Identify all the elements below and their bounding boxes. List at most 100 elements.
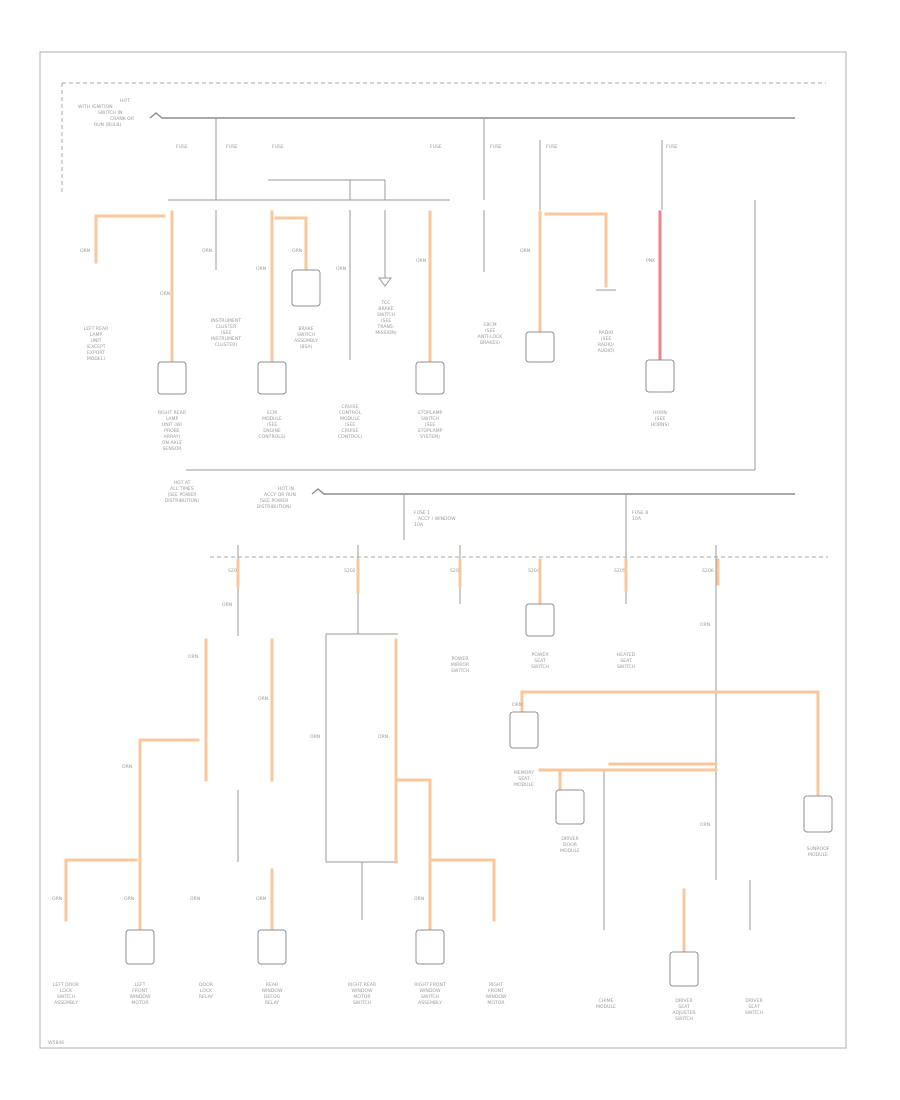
svg-text:SYSTEM): SYSTEM) bbox=[420, 434, 440, 440]
rear-window-label: REAR WINDOW DEFOG RELAY bbox=[261, 982, 282, 1006]
svg-text:FUSE: FUSE bbox=[666, 144, 678, 150]
right-window-switch-component bbox=[415, 929, 445, 965]
svg-text:SWITCH: SWITCH bbox=[675, 1016, 693, 1022]
svg-text:MOTOR: MOTOR bbox=[353, 994, 371, 1000]
figure-code: W5846 bbox=[48, 1040, 64, 1046]
svg-text:ORN: ORN bbox=[202, 248, 212, 254]
svg-text:ORN: ORN bbox=[222, 602, 232, 608]
svg-text:PROBE: PROBE bbox=[164, 428, 180, 434]
svg-text:ORN: ORN bbox=[258, 696, 268, 702]
svg-text:DISTRIBUTION): DISTRIBUTION) bbox=[165, 498, 200, 504]
right-rear-lamp-label: RIGHT REAR LAMP UNIT (W/ PROBE ARRAY) ON… bbox=[158, 410, 187, 452]
svg-text:HORN: HORN bbox=[653, 410, 667, 416]
power-mirror-label: POWER MIRROR SWITCH bbox=[451, 656, 470, 674]
svg-text:ORN: ORN bbox=[520, 248, 530, 254]
ebcm-component bbox=[525, 331, 555, 363]
svg-text:MODULE: MODULE bbox=[596, 1004, 616, 1010]
svg-text:RELAY: RELAY bbox=[265, 1000, 280, 1006]
svg-text:S201: S201 bbox=[228, 568, 240, 574]
svg-text:SEAT: SEAT bbox=[620, 658, 632, 664]
svg-text:RIGHT REAR: RIGHT REAR bbox=[158, 410, 187, 416]
svg-text:ON AXLE: ON AXLE bbox=[162, 440, 182, 446]
svg-text:ECM: ECM bbox=[267, 410, 277, 416]
svg-text:EBCM: EBCM bbox=[483, 322, 496, 328]
top-component-labels: LEFT REAR LAMP UNIT (EXCEPT EXPORT MODEL… bbox=[84, 300, 670, 452]
svg-text:10A: 10A bbox=[414, 522, 424, 528]
ebcm-label: EBCM (SEE ANTI-LOCK BRAKES) bbox=[478, 322, 504, 346]
svg-text:INSTRUMENT: INSTRUMENT bbox=[211, 318, 241, 324]
s204-component bbox=[525, 603, 555, 637]
svg-text:ORN: ORN bbox=[512, 702, 522, 708]
svg-text:DRIVER: DRIVER bbox=[561, 836, 579, 842]
svg-text:SEAT: SEAT bbox=[748, 1004, 760, 1010]
svg-text:DOOR: DOOR bbox=[563, 842, 578, 848]
svg-text:SEAT: SEAT bbox=[518, 776, 530, 782]
svg-text:FUSE: FUSE bbox=[272, 144, 284, 150]
svg-text:ACCY / WINDOW: ACCY / WINDOW bbox=[418, 516, 456, 522]
svg-text:PNK: PNK bbox=[646, 258, 656, 264]
top-fuse-drops bbox=[168, 118, 663, 210]
svg-text:HEATED: HEATED bbox=[617, 652, 636, 658]
heater-label: HEATED SEAT SWITCH bbox=[617, 652, 636, 670]
horn-component bbox=[645, 359, 675, 393]
svg-text:ACCY OR RUN: ACCY OR RUN bbox=[264, 492, 296, 498]
svg-text:MODULE: MODULE bbox=[262, 416, 282, 422]
rear-window-component bbox=[257, 929, 287, 965]
bottom-components bbox=[125, 603, 833, 987]
svg-text:(SEE POWER: (SEE POWER bbox=[168, 492, 198, 498]
svg-text:S206: S206 bbox=[702, 568, 714, 574]
top-thin-wires bbox=[186, 200, 756, 471]
svg-text:S205: S205 bbox=[614, 568, 626, 574]
svg-text:ORN: ORN bbox=[310, 734, 320, 740]
svg-text:ORN: ORN bbox=[700, 822, 710, 828]
svg-text:FRONT: FRONT bbox=[132, 988, 148, 994]
svg-text:BRAKE: BRAKE bbox=[378, 306, 393, 312]
svg-text:TRANS-: TRANS- bbox=[377, 324, 395, 330]
svg-text:ORN: ORN bbox=[414, 896, 424, 902]
orange-wire-right-rear-a bbox=[394, 778, 432, 932]
orange-wire-left-rear bbox=[94, 214, 166, 264]
svg-text:RIGHT REAR: RIGHT REAR bbox=[348, 982, 377, 988]
instrument-cluster-label: INSTRUMENT CLUSTER (SEE INSTRUMENT CLUST… bbox=[211, 318, 241, 348]
svg-text:UNIT: UNIT bbox=[91, 338, 102, 344]
svg-text:LOCK: LOCK bbox=[60, 988, 73, 994]
top-power-bus bbox=[149, 112, 795, 119]
sunroof-label: SUNROOF MODULE bbox=[807, 846, 830, 858]
svg-text:MODULE: MODULE bbox=[808, 852, 828, 858]
svg-text:RELAY: RELAY bbox=[199, 994, 214, 1000]
svg-text:LAMP: LAMP bbox=[90, 332, 103, 338]
left-window-motor-component bbox=[125, 929, 155, 965]
svg-text:SWITCH: SWITCH bbox=[297, 332, 315, 338]
svg-text:SWITCH: SWITCH bbox=[531, 664, 549, 670]
svg-text:SWITCH: SWITCH bbox=[377, 312, 395, 318]
chime-module-label: CHIME MODULE bbox=[596, 998, 616, 1010]
memory-seat-label: MEMORY SEAT MODULE bbox=[514, 770, 534, 788]
svg-text:ORN: ORN bbox=[52, 896, 62, 902]
top-components bbox=[157, 269, 675, 395]
svg-text:FUSE: FUSE bbox=[176, 144, 188, 150]
svg-text:(EXCEPT: (EXCEPT bbox=[86, 344, 105, 350]
svg-text:WINDOW: WINDOW bbox=[351, 988, 372, 994]
svg-text:ORN: ORN bbox=[190, 896, 200, 902]
svg-text:LEFT DOOR: LEFT DOOR bbox=[53, 982, 80, 988]
svg-text:HOT IN: HOT IN bbox=[278, 486, 294, 492]
bottom-bus-label: HOT IN ACCY OR RUN (SEE POWER DISTRIBUTI… bbox=[257, 486, 296, 510]
bottom-power-bus bbox=[311, 488, 795, 495]
svg-text:S204: S204 bbox=[528, 568, 540, 574]
svg-text:LEFT REAR: LEFT REAR bbox=[84, 326, 110, 332]
ecm-label: ECM MODULE (SEE ENGINE CONTROLS) bbox=[258, 410, 285, 440]
svg-text:(BSA): (BSA) bbox=[300, 344, 313, 350]
svg-text:ORN: ORN bbox=[256, 896, 266, 902]
svg-text:SEAT: SEAT bbox=[678, 1004, 690, 1010]
svg-text:(SEE: (SEE bbox=[425, 422, 436, 428]
svg-text:CLUSTER: CLUSTER bbox=[216, 324, 238, 330]
svg-text:10A: 10A bbox=[632, 516, 642, 522]
svg-text:(SEE: (SEE bbox=[381, 318, 392, 324]
bottom-component-labels: LEFT DOOR LOCK SWITCH ASSEMBLY LEFT FRON… bbox=[53, 652, 830, 1022]
svg-text:MOTOR: MOTOR bbox=[131, 1000, 149, 1006]
svg-text:ARRAY): ARRAY) bbox=[164, 434, 181, 440]
sunroof-component bbox=[803, 795, 833, 833]
svg-text:SWITCH: SWITCH bbox=[451, 668, 469, 674]
svg-text:CONTROLS): CONTROLS) bbox=[258, 434, 285, 440]
